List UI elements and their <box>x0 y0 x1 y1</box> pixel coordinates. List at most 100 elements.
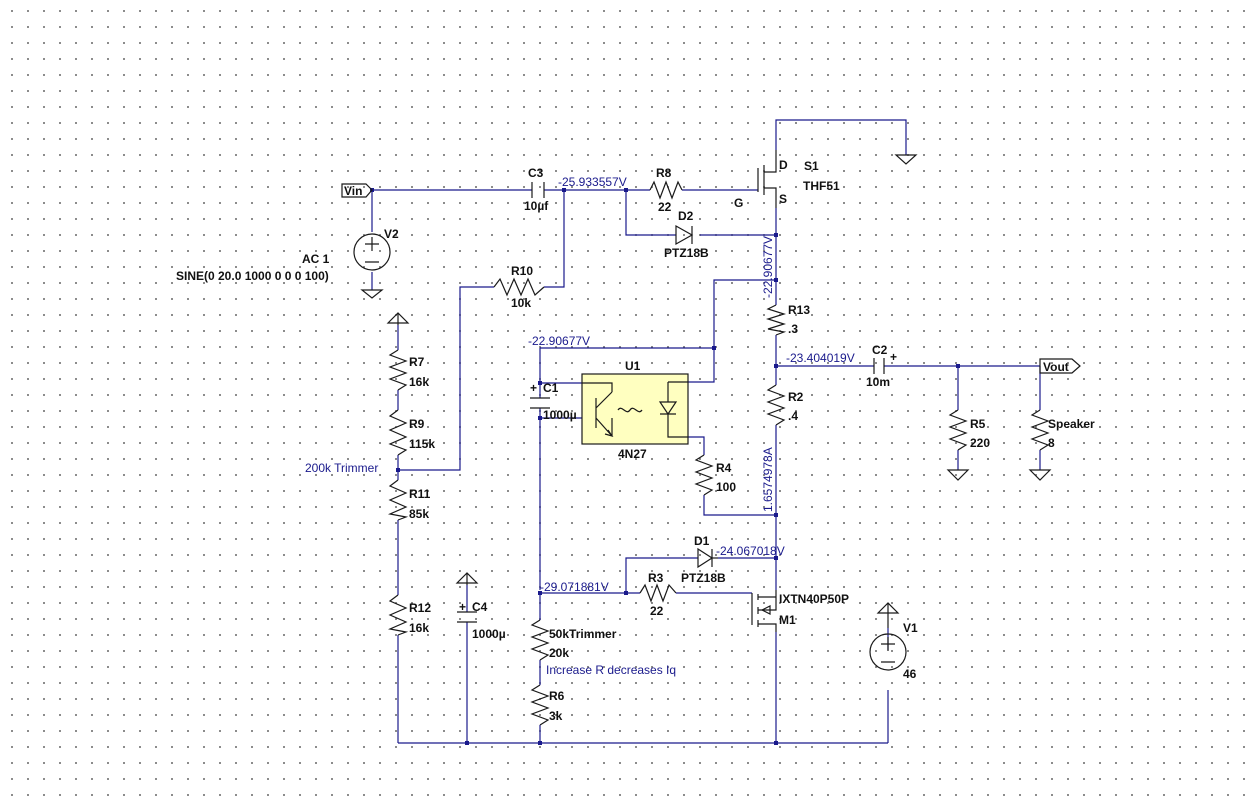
resistor-r7-name: R7 <box>409 355 425 369</box>
resistor-r10[interactable]: R10 10k <box>493 264 545 310</box>
ground-icon <box>360 289 384 299</box>
resistor-r9-value: 115k <box>409 437 435 451</box>
resistor-r4-value: 100 <box>716 480 736 494</box>
resistor-r9-name: R9 <box>409 417 425 431</box>
transistor-s1-model: THF51 <box>803 179 840 193</box>
source-v2-line1: AC 1 <box>302 252 330 266</box>
transistor-s1[interactable]: D G S S1 THF51 <box>734 150 840 210</box>
resistor-r11-value: 85k <box>409 507 429 521</box>
svg-text:+: + <box>530 381 537 395</box>
source-v1-name: V1 <box>903 621 918 635</box>
resistor-r12[interactable]: R12 16k <box>387 594 431 636</box>
resistor-r8-name: R8 <box>656 166 672 180</box>
capacitor-c2-name: C2 <box>872 343 888 357</box>
resistor-r13-value: .3 <box>788 322 798 336</box>
source-v2-line2: SINE(0 20.0 1000 0 0 0 100) <box>176 269 329 283</box>
port-vout-label: Vout <box>1043 360 1069 374</box>
resistor-r3[interactable]: R3 22 <box>639 571 677 618</box>
resistor-r4[interactable]: R4 100 <box>694 454 736 496</box>
diode-d1-name: D1 <box>694 534 710 548</box>
annotation-v-out-node: -23.404019V <box>786 351 855 365</box>
resistor-trimmer-name: 50kTrimmer <box>549 627 617 641</box>
resistor-r9[interactable]: R9 115k <box>388 409 435 456</box>
annotation-i-r2: 1.6574978A <box>761 447 775 512</box>
port-vin-label: Vin <box>344 184 362 198</box>
svg-text:+: + <box>459 600 466 614</box>
resistor-r13-name: R13 <box>788 303 810 317</box>
resistor-r8[interactable]: R8 22 <box>649 166 683 214</box>
diode-d2-model: PTZ18B <box>664 246 709 260</box>
resistor-r2-value: .4 <box>788 409 798 423</box>
source-v1-value: 46 <box>903 667 917 681</box>
resistor-trimmer-value: 20k <box>549 646 569 660</box>
transistor-s1-pin-g: G <box>734 196 743 210</box>
transistor-s1-pin-d: D <box>779 158 788 172</box>
capacitor-c3-value: 10µf <box>524 199 549 213</box>
annotation-iq-note: Increase R decreases Iq <box>546 663 676 677</box>
resistor-r3-name: R3 <box>648 571 664 585</box>
ground-symbols <box>360 154 1052 628</box>
resistor-r12-name: R12 <box>409 601 431 615</box>
transistor-s1-name: S1 <box>804 159 819 173</box>
resistor-trimmer[interactable]: 50kTrimmer 20k <box>530 619 617 661</box>
resistor-r7-value: 16k <box>409 375 429 389</box>
optocoupler-u1-name: U1 <box>625 359 641 373</box>
resistor-r5-name: R5 <box>970 417 986 431</box>
resistor-r10-name: R10 <box>511 264 533 278</box>
resistor-r2[interactable]: R2 .4 <box>766 384 804 426</box>
diode-d1[interactable]: D1 PTZ18B <box>681 534 726 585</box>
resistor-r10-value: 10k <box>511 296 531 310</box>
source-v2-name: V2 <box>384 227 399 241</box>
resistor-r6-value: 3k <box>549 709 563 723</box>
capacitor-c1-value: 1000µ <box>543 408 577 422</box>
annotation-v-source-vertical: -22.90677V <box>761 236 775 298</box>
resistor-r11-name: R11 <box>409 487 431 501</box>
source-v2[interactable]: V2 AC 1 SINE(0 20.0 1000 0 0 0 100) <box>176 227 399 283</box>
transistor-m1-model: IXTN40P50P <box>779 592 849 606</box>
port-vin[interactable]: Vin <box>341 183 373 198</box>
resistor-r7[interactable]: R7 16k <box>388 349 429 391</box>
transistor-s1-pin-s: S <box>779 192 787 206</box>
resistor-r5-value: 220 <box>970 436 990 450</box>
source-v1[interactable]: V1 46 <box>869 621 918 681</box>
annotations: 200k Trimmer Increase R decreases Iq -25… <box>305 175 855 677</box>
capacitor-c1-name: C1 <box>543 381 559 395</box>
resistor-speaker-name: Speaker <box>1048 417 1095 431</box>
capacitor-c4-name: C4 <box>472 600 488 614</box>
ground-icon <box>894 154 918 165</box>
resistor-r6[interactable]: R6 3k <box>530 684 565 726</box>
optocoupler-u1-model: 4N27 <box>618 447 647 461</box>
optocoupler-u1[interactable]: U1 4N27 <box>581 359 689 461</box>
wires <box>371 119 1041 744</box>
svg-text:+: + <box>890 350 897 364</box>
capacitor-c1[interactable]: + C1 1000µ <box>530 381 577 422</box>
port-vout[interactable]: Vout <box>1039 358 1081 374</box>
capacitor-c4[interactable]: + C4 1000µ <box>457 600 506 641</box>
capacitor-c2[interactable]: + C2 10m <box>866 343 897 389</box>
resistor-r5[interactable]: R5 220 <box>948 409 990 451</box>
resistor-r12-value: 16k <box>409 621 429 635</box>
diode-d2[interactable]: D2 PTZ18B <box>664 209 709 260</box>
resistor-r13[interactable]: R13 .3 <box>765 303 810 336</box>
capacitor-c2-value: 10m <box>866 375 890 389</box>
capacitor-c3[interactable]: C3 10µf <box>524 166 549 213</box>
resistor-r11[interactable]: R11 85k <box>387 479 431 521</box>
resistor-speaker[interactable]: Speaker 8 <box>1030 409 1095 451</box>
resistor-r8-value: 22 <box>658 200 672 214</box>
resistor-r4-name: R4 <box>716 461 732 475</box>
transistor-m1[interactable]: IXTN40P50P M1 <box>751 590 849 632</box>
annotation-v-u1: -22.90677V <box>528 334 590 348</box>
annotation-trimmer-200k: 200k Trimmer <box>305 461 378 475</box>
junctions <box>370 188 960 745</box>
diode-d1-model: PTZ18B <box>681 571 726 585</box>
resistor-r3-value: 22 <box>650 604 664 618</box>
annotation-v-gate: -25.933557V <box>558 175 627 189</box>
resistor-r2-name: R2 <box>788 390 804 404</box>
resistor-speaker-value: 8 <box>1048 436 1055 450</box>
capacitor-c4-value: 1000µ <box>472 627 506 641</box>
annotation-v-r3: -29.071881V <box>540 580 609 594</box>
resistor-r6-name: R6 <box>549 689 565 703</box>
diode-d2-name: D2 <box>678 209 694 223</box>
transistor-m1-name: M1 <box>779 613 796 627</box>
